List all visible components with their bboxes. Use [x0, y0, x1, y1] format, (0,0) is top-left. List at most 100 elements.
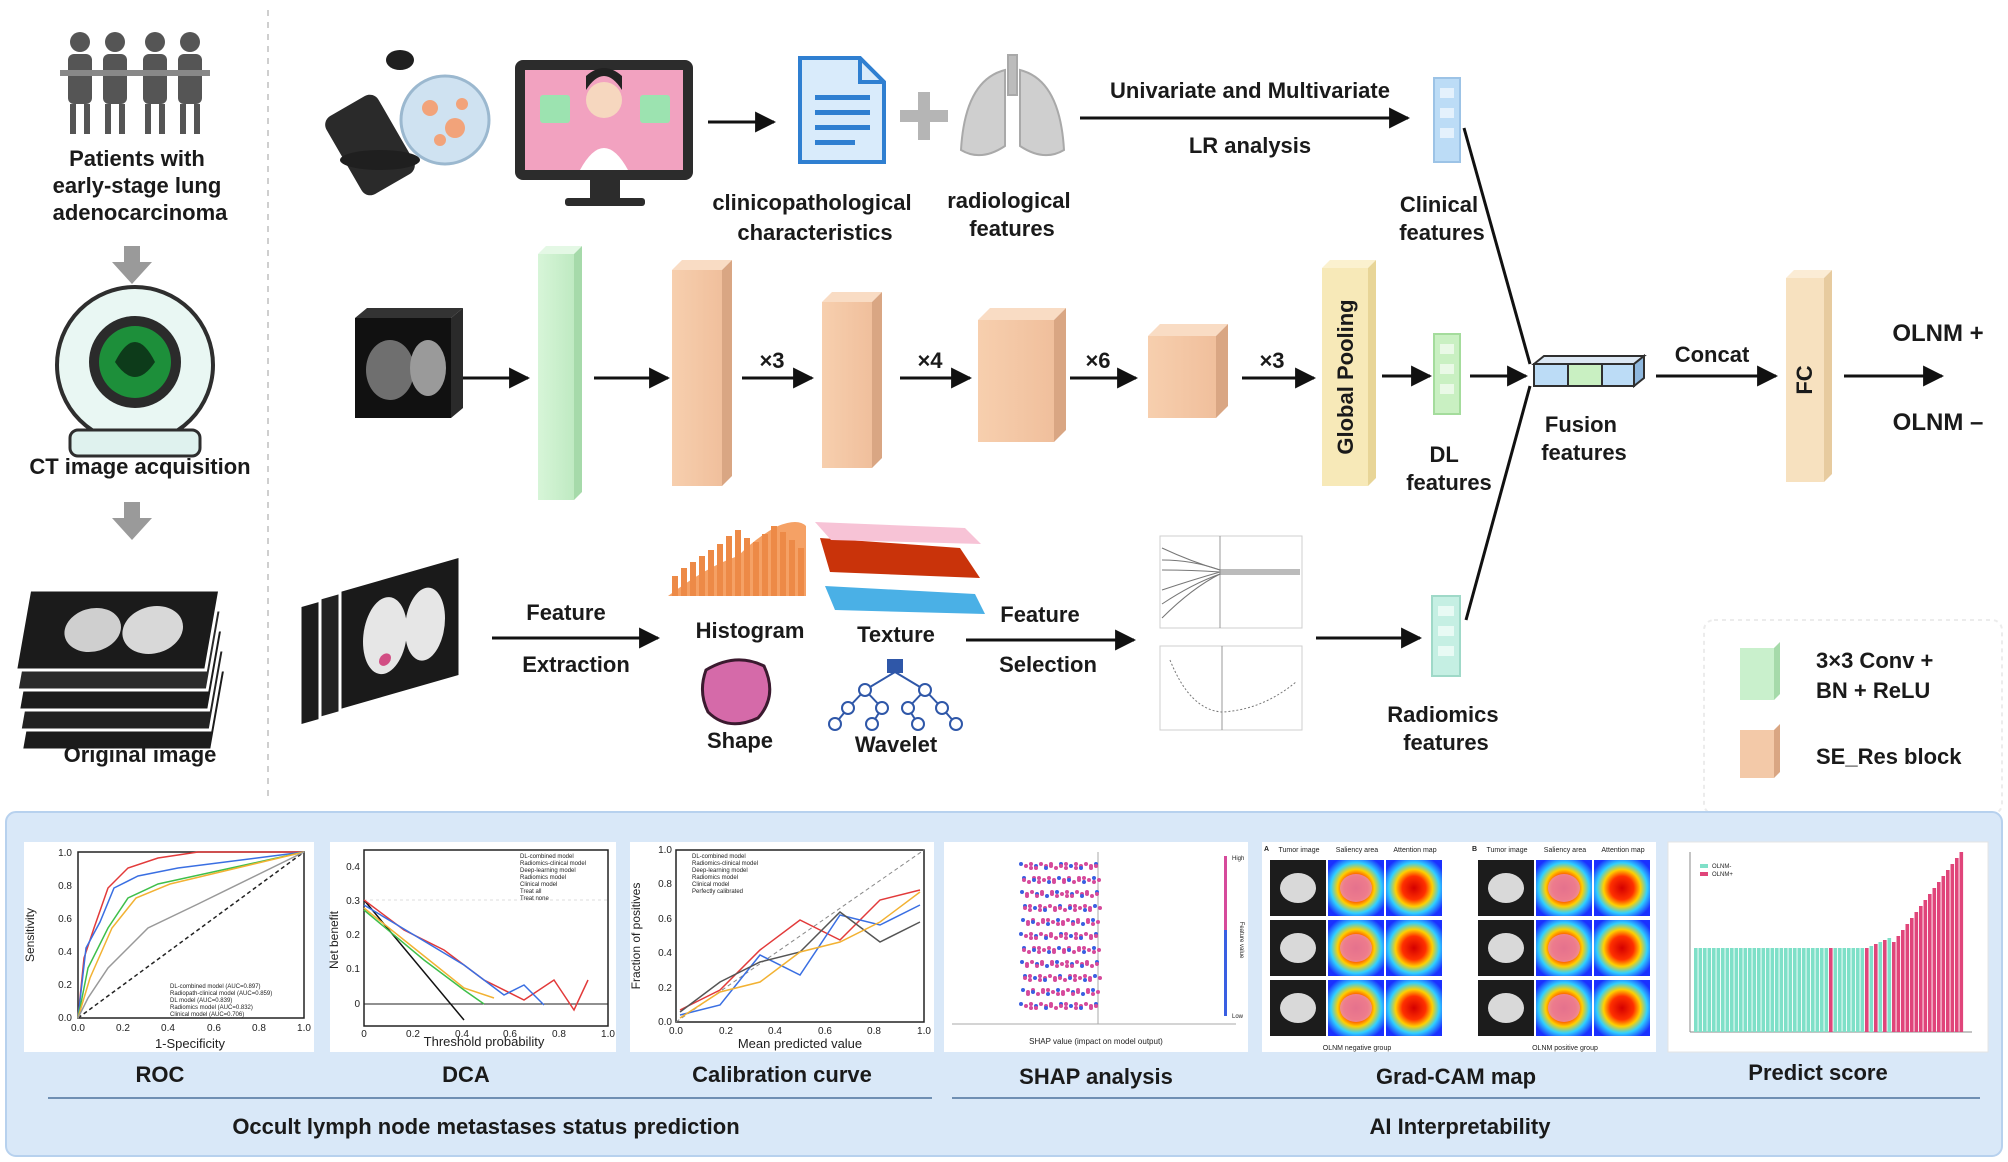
histogram-bar [690, 562, 696, 596]
svg-text:0.4: 0.4 [455, 1029, 469, 1040]
shap-point [1061, 992, 1065, 996]
svg-text:0.2: 0.2 [406, 1029, 420, 1040]
predict-bar [1716, 948, 1721, 1032]
shap-point [1074, 862, 1078, 866]
clinicopathological-label: clinicopathological characteristics [712, 190, 917, 245]
predict-bar [1838, 948, 1842, 1032]
texture-icon [815, 522, 985, 614]
histogram-bar [771, 526, 777, 596]
predict-bar [1959, 852, 1964, 1032]
shap-point [1056, 922, 1060, 926]
shap-point [1047, 876, 1051, 880]
lasso-cv-plot [1159, 645, 1303, 731]
shap-point [1091, 988, 1095, 992]
wavelet-tree-icon [828, 659, 963, 731]
shap-point [1093, 974, 1097, 978]
predict-bar [1865, 948, 1869, 1032]
predict-bar [1766, 948, 1770, 1032]
shap-point [1064, 1002, 1068, 1006]
svg-text:Radiopath-clinical model (AUC=: Radiopath-clinical model (AUC=0.859) [170, 991, 272, 997]
roc-ticks: 0.0 0.2 0.4 0.6 0.8 1.0 0.0 0.2 0.4 0.6 … [58, 848, 311, 1034]
predict-bar [1878, 942, 1883, 1032]
shap-point [1075, 960, 1079, 964]
predict-bar [1932, 888, 1937, 1032]
shap-point [1040, 892, 1044, 896]
svg-text:Deep-learning model: Deep-learning model [520, 868, 576, 874]
saliency-cell [1548, 874, 1580, 902]
predict-bar [1820, 948, 1824, 1032]
attention-map-cell [1386, 980, 1442, 1036]
shap-point [1020, 890, 1024, 894]
saliency-cell [1548, 994, 1580, 1022]
svg-text:Radiomics model: Radiomics model [520, 875, 566, 881]
shap-point [1055, 964, 1059, 968]
shap-point [1045, 894, 1049, 898]
fusion-features-label: Fusion features [1541, 412, 1627, 465]
predict-bar [1761, 948, 1766, 1032]
shap-point [1027, 950, 1031, 954]
shap-point [1083, 904, 1087, 908]
lasso-path-plot [1159, 535, 1303, 629]
shap-point [1060, 892, 1064, 896]
shap-point [1074, 1002, 1078, 1006]
repeat-label: ×4 [917, 348, 943, 373]
svg-text:Saliency area: Saliency area [1544, 847, 1587, 854]
lungs-icon [959, 54, 1066, 157]
shap-point [1037, 880, 1041, 884]
shap-point [1037, 950, 1041, 954]
shap-point [1054, 866, 1058, 870]
shap-point [1046, 922, 1050, 926]
shap-point [1026, 922, 1030, 926]
shap-point [1053, 978, 1057, 982]
shap-point [1084, 1002, 1088, 1006]
analysis-top-label: Univariate and Multivariate [1110, 78, 1390, 103]
shap-point [1029, 936, 1033, 940]
shap-point [1073, 908, 1077, 912]
shap-point [1055, 890, 1059, 894]
roc-legend: DL-combined model (AUC=0.897) Radiopath-… [170, 984, 272, 1018]
predict-bar [1806, 948, 1811, 1032]
svg-text:OLNM positive group: OLNM positive group [1532, 1045, 1598, 1052]
predict-bar [1883, 940, 1887, 1032]
predict-bar [1725, 948, 1730, 1032]
shap-point [1022, 948, 1026, 952]
radiomics-feature-vector [1431, 595, 1461, 677]
shap-point [1033, 976, 1037, 980]
shap-point [1057, 946, 1061, 950]
shap-point [1078, 906, 1082, 910]
calibration-title: Calibration curve [692, 1062, 872, 1087]
shap-point [1084, 932, 1088, 936]
predict-bar [1955, 858, 1959, 1032]
shap-point [1053, 908, 1057, 912]
roc-ylabel: Sensitivity [23, 908, 37, 962]
down-arrow-icon [112, 502, 152, 540]
dca-title: DCA [442, 1062, 490, 1087]
shap-point [1059, 864, 1063, 868]
svg-text:0.4: 0.4 [346, 862, 360, 873]
shap-point [1057, 876, 1061, 880]
shap-point [1065, 960, 1069, 964]
shap-point [1076, 920, 1080, 924]
shap-point [1065, 890, 1069, 894]
shap-point [1093, 904, 1097, 908]
predict-bar [1739, 948, 1743, 1032]
histogram-bar [699, 556, 705, 596]
shap-point [1097, 878, 1101, 882]
shap-point [1091, 918, 1095, 922]
calibration-ticks: 0.0 0.2 0.4 0.6 0.8 1.0 0.0 0.2 0.4 0.6 … [658, 845, 931, 1037]
se-res-block [822, 292, 882, 468]
shap-point [1029, 866, 1033, 870]
predict-bar [1910, 918, 1914, 1032]
shap-point [1081, 992, 1085, 996]
svg-text:Saliency area: Saliency area [1336, 847, 1379, 854]
shap-point [1056, 988, 1060, 992]
predict-bar [1748, 948, 1752, 1032]
radiological-label: radiological features [947, 188, 1077, 241]
shap-point [1059, 1004, 1063, 1008]
shap-point [1042, 948, 1046, 952]
legend-swatch [1740, 730, 1774, 778]
shap-point [1082, 876, 1086, 880]
shap-point [1037, 876, 1041, 880]
tumor-image-cell [1280, 873, 1316, 903]
predict-bar [1892, 942, 1896, 1032]
